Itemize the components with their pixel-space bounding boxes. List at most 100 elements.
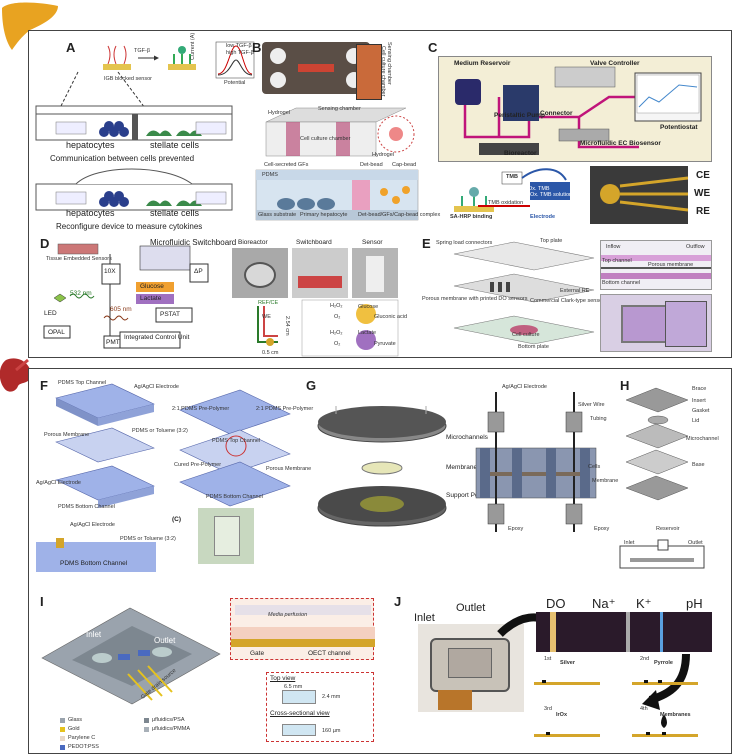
panel-f-porous-2: Porous Membrane [266,466,312,472]
panel-c-pump: Peristaltic Pump [494,112,545,119]
panel-f-bottom-channel-detail [36,538,156,572]
panel-c-biosensor: Microfluidic EC Biosensor [580,140,661,147]
panel-d-dim2: 0.5 cm [262,350,279,356]
panel-b-secreted-gfs: Cell-secreted GFs [264,162,309,168]
panel-a-caption-1: Communication between cells prevented [50,154,195,163]
panel-b-hydrogel-left: Hydrogel [268,110,291,116]
panel-d-pmt: PMT [106,339,120,346]
panel-d-glucose: Glucose [140,283,164,290]
panel-j-k: K⁺ [636,596,652,611]
panel-d-pstat: PSTAT [160,311,180,318]
panel-c-detection-scheme [454,168,570,212]
panel-c-we: WE [694,188,711,199]
panel-b-chamber-diagram [265,107,415,157]
panel-e-cell-culture: Cell culture [512,332,540,338]
panel-h-exploded-stack [625,387,689,501]
panel-f-prepoly-2: 2:1 PDMS Pre-Polymer [256,406,314,412]
panel-e-top-plate: Top plate [540,238,563,244]
panel-a-stellate-2: stellate cells [150,208,200,218]
panel-b-cell-culture-2: Cell culture chamber [300,136,351,142]
panel-a-plot-ylabel: Current (A) [190,32,196,60]
panel-d-electrode-drawing [257,306,278,346]
panel-d-o2-2: O₂ [334,341,341,347]
panel-g-exploded-disc [317,406,447,527]
panel-h-outlet: Outlet [688,540,703,546]
panel-b-cross-section [255,169,419,221]
panel-d-photo3-caption: Sensor [362,239,383,246]
panel-e-device-render [600,294,712,352]
panel-d-tissue: Tissue Embedded Sensors [46,256,112,262]
panel-c-system-render [438,56,712,162]
panel-a-legend-low: low TGF-β [226,43,252,49]
panel-b-hydrogel-right: Hydrogel [372,152,395,158]
panel-i-cross: Cross-sectional view [270,710,330,717]
panel-a-device-closed [35,105,233,141]
legend-glass: Glass [68,717,83,723]
panel-c-re: RE [696,206,710,217]
panel-d-switchboard-photo [292,248,348,298]
panel-b-primary-hep: Primary hepatocyte [300,212,348,218]
panel-i-inlet: Inlet [86,630,102,639]
panel-i-label: I [40,594,44,609]
panel-h-gasket: Gasket [692,408,710,414]
panel-j-label: J [394,594,402,609]
panel-d-sensor-photo [352,248,398,298]
panel-d-dp: ΔP [194,268,203,275]
panel-c-tmb: TMB [506,174,518,180]
panel-e-label: E [422,236,431,251]
panel-j-outlet: Outlet [456,602,486,614]
panel-i-views-box [266,672,374,742]
panel-f-layers-right [179,389,291,507]
panel-d-system-schematic [43,243,209,349]
panel-b-chip-photo [262,42,370,94]
panel-a-plot-xlabel: Potential [224,80,246,86]
panel-f-cured: Cured Pre-Polymer [174,462,222,468]
panel-f-pdms-top-2: PDMS Top Channel [212,438,261,444]
panel-h-section-view [619,539,705,569]
panel-f-pdms-bottom: PDMS Bottom Channel [58,504,115,510]
panel-j-irox: IrOx [556,712,568,718]
panel-f-agagcl-3: Ag/AgCl Electrode [70,522,115,528]
panel-a-stellate-1: stellate cells [150,140,200,150]
panel-f-agagcl-2: Ag/AgCl Electrode [36,480,81,486]
panel-i-cross-drawing [282,724,316,736]
panel-i-top-view-drawing [282,690,316,704]
panel-g-membrane: Membrane [446,464,478,471]
panel-f-layers-left [55,383,155,508]
panel-a-probe-label: TGF-β [134,48,150,54]
panel-j-membranes: Membranes [660,712,691,718]
panel-d-lactate: Lactate [140,295,162,302]
panel-e-ext-re: External RE [560,288,590,294]
panel-j-step2: 2nd [640,656,650,662]
panel-j-fabrication-steps [534,680,698,737]
panel-c-bioreactor: Bioreactor [504,150,537,157]
panel-b-cell-culture-chamber: Cell culture chamber [380,46,386,97]
panel-d-ref-ce: REF/CE [258,300,279,306]
panel-e-inflow: Inflow [606,244,621,250]
panel-e-porous-2: Porous membrane [648,262,694,268]
panel-g-membrane-2: Membrane [592,478,619,484]
panel-e-cross-section [600,240,712,290]
panel-d-icu: Integrated Control Unit [124,334,190,341]
panel-i-dim-c: 160 µm [322,728,341,734]
panel-i-top-view: Top view [270,675,296,682]
panel-c-ox-tmb-sol: Ox. TMB solution [530,192,573,198]
panel-f-pdms-bottom-3: PDMS Bottom Channel [60,560,128,567]
panel-i-gate: Gate [250,650,265,657]
panel-h-label: H [620,378,630,393]
panel-c-potentiostat: Potentiostat [660,124,698,131]
legend-pmma: μfluidics/PMMA [152,726,191,732]
panel-f-pdms-tol: PDMS or Toluene (3:2) [132,428,188,434]
panel-a-hepatocytes-2: hepatocytes [66,208,115,218]
panel-i-dim-h: 2.4 mm [322,694,341,700]
panel-d-we-small: WE [262,314,271,320]
panel-d-enz-pyr: Pyruvate [374,341,396,347]
panel-j-step1: 1st [544,656,552,662]
panel-j-device-photo [418,624,524,712]
panel-d-o2-1: O₂ [334,314,341,320]
panel-c-valve: Valve Controller [590,60,640,67]
panel-f-photo [198,508,254,564]
panel-d-led: LED [44,310,57,317]
panel-d-h2o2-2: H₂O₂ [330,330,343,336]
panel-b-det-bead: Det-bead [360,162,383,168]
